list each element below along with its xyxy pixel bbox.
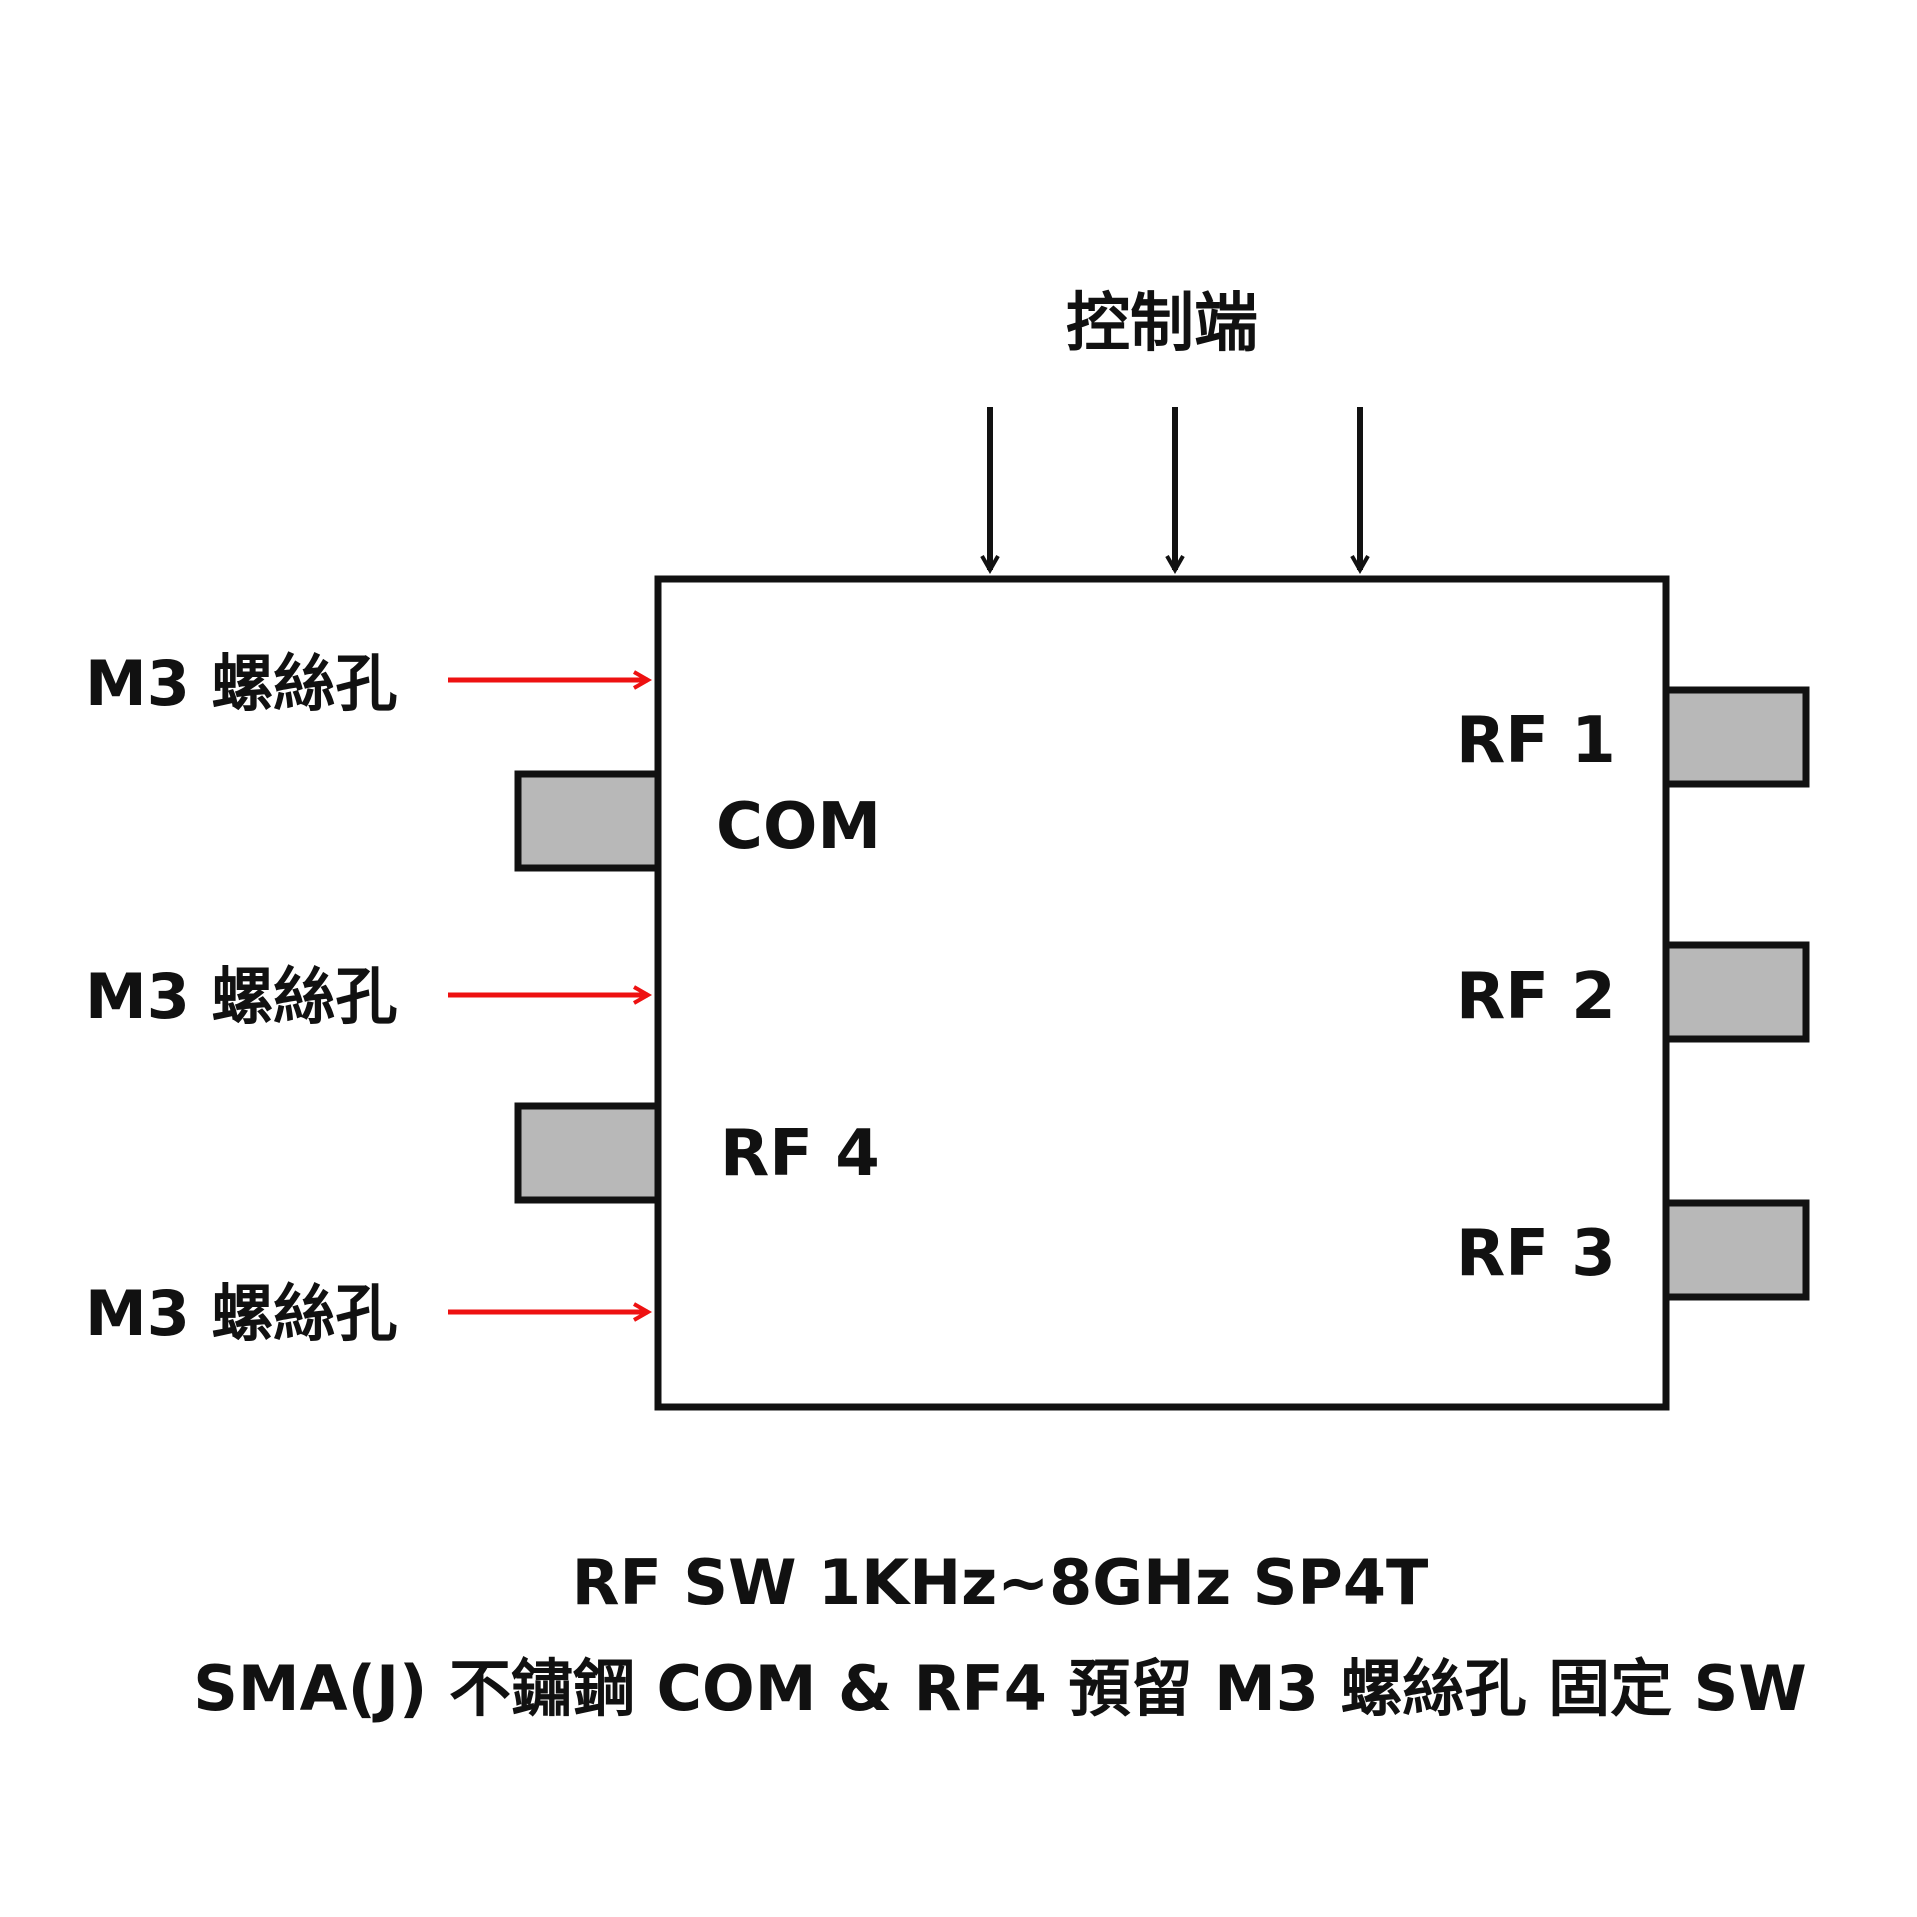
port-label-rf2: RF 2 — [1456, 960, 1616, 1034]
caption-line-2: SMA(J) 不鏽鋼 COM & RF4 預留 M3 螺絲孔 固定 SW — [193, 1652, 1806, 1725]
control-label: 控制端 — [1066, 287, 1258, 361]
connector-rf3 — [1662, 1199, 1810, 1301]
switch-body — [654, 575, 1670, 1411]
mount-hole-label-3: M3 螺絲孔 — [85, 1277, 397, 1350]
port-label-rf4: RF 4 — [720, 1117, 880, 1191]
connector-rf4 — [514, 1102, 662, 1204]
mount-hole-label-2: M3 螺絲孔 — [85, 960, 397, 1033]
connector-com — [514, 770, 662, 872]
port-label-com: COM — [716, 790, 881, 864]
port-label-rf3: RF 3 — [1456, 1217, 1616, 1291]
caption-line-1: RF SW 1KHz~8GHz SP4T — [572, 1546, 1429, 1619]
connector-rf1 — [1662, 686, 1810, 788]
mount-hole-label-1: M3 螺絲孔 — [85, 647, 397, 720]
connector-rf2 — [1662, 941, 1810, 1043]
port-label-rf1: RF 1 — [1456, 704, 1616, 778]
